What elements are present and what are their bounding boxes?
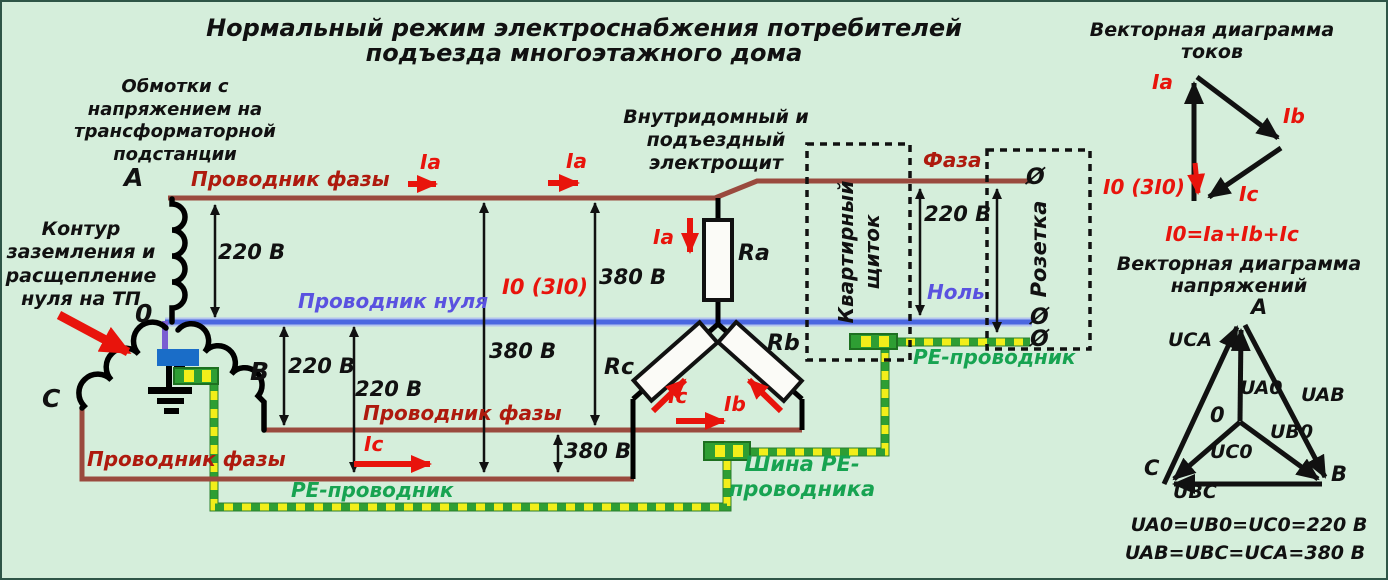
vector-ub0-label: UB0	[1270, 421, 1314, 443]
ground-bar-1	[148, 387, 192, 394]
transformer-winding-label: Обмотки с напряжением на трансформаторно…	[74, 76, 276, 165]
terminal-b-label: В	[250, 357, 270, 386]
resistor-rc-label: Rc	[604, 355, 634, 380]
socket-contact-neutral: Ø	[1030, 305, 1049, 330]
voltage-eq-1: UA0=UB0=UC0=220 В	[1130, 514, 1368, 536]
vector-node-b: B	[1331, 462, 1348, 486]
v220-label-3: 220 В	[355, 377, 423, 401]
resistor-rb	[715, 319, 805, 404]
pe-conductor-wire	[209, 337, 1030, 512]
ground-bar-3	[164, 408, 179, 414]
phase-conductor-label-mid: Проводник фазы	[363, 401, 562, 425]
resistor-ra-label: Ra	[738, 241, 770, 266]
pe-bar-substation	[173, 367, 219, 385]
current-vector-diagram	[1184, 75, 1283, 201]
vector-node-c: C	[1144, 456, 1160, 480]
vector-ubc-label: UBC	[1173, 481, 1217, 503]
socket-contact-phase: Ø	[1026, 165, 1045, 190]
voltage-dimension-arrows	[210, 188, 1002, 473]
current-arrows	[56, 174, 784, 473]
v220-label-4: 220 В	[924, 202, 992, 226]
title-line-1: Нормальный режим электроснабжения потреб…	[206, 14, 962, 42]
i0-vector	[1187, 162, 1206, 195]
ground-loop-pointer-arrow	[56, 311, 132, 356]
winding-a	[169, 196, 188, 325]
resistor-rb-label: Rb	[767, 331, 800, 356]
vector-ua0-label: UA0	[1240, 377, 1283, 399]
current-ia-label-2: Ia	[566, 149, 587, 173]
current-vector-title: Векторная диаграмма токов	[1089, 19, 1335, 63]
apartment-panel-label: Квартирный щиток	[834, 180, 884, 324]
resistor-rc	[630, 319, 721, 404]
pe-conductor-label-bottom: PE-проводник	[291, 478, 454, 502]
phase-conductor-label-bottom: Проводник фазы	[87, 447, 286, 471]
terminal-0-label: 0	[135, 299, 153, 328]
v220-label-1: 220 В	[218, 240, 286, 264]
vector-node-a: А	[1251, 295, 1268, 319]
terminal-a-label: А	[124, 163, 144, 192]
v220-label-2: 220 В	[288, 354, 356, 378]
terminal-c-label: С	[42, 384, 61, 413]
phase-c-wire	[79, 408, 634, 482]
vector-uab-label: UAB	[1301, 384, 1345, 406]
v380-label-2: 380 В	[599, 265, 667, 289]
v380-label-1: 380 В	[489, 339, 557, 363]
vector-ib-label: Ib	[1283, 104, 1305, 128]
neutral-short-label: Ноль	[927, 280, 985, 304]
neutral-conductor-label: Проводник нуля	[298, 289, 489, 313]
current-i0-label-mid: I0 (3I0)	[502, 275, 588, 299]
neutral-terminal-block	[157, 349, 199, 366]
voltage-vector-diagram	[1161, 323, 1328, 494]
load-resistors	[630, 198, 805, 479]
title-line-2: подъезда многоэтажного дома	[365, 39, 803, 68]
current-sum-formula: I0=Ia+Ib+Ic	[1165, 222, 1299, 246]
winding-b	[175, 321, 267, 433]
pe-conductor-label-right: PE-проводник	[913, 345, 1076, 369]
voltage-vector-title: Векторная диаграмма напряжений	[1116, 253, 1362, 297]
phase-a-wire	[168, 178, 1030, 201]
phase-conductor-label-top: Проводник фазы	[191, 167, 390, 191]
ground-loop-label: Контур заземления и расщепление нуля на …	[5, 218, 157, 311]
page-title: Нормальный режим электроснабжения потреб…	[206, 14, 962, 68]
socket-label: Розетка	[1026, 200, 1051, 298]
current-ia-label-3: Ia	[653, 225, 674, 249]
vector-uc0-label: UC0	[1210, 441, 1253, 463]
pe-bus-bars	[173, 333, 898, 461]
vector-ia-label: Ia	[1152, 70, 1173, 94]
pe-bar-bus	[703, 441, 751, 461]
current-ic-label-bottom: Ic	[364, 432, 384, 456]
phase-short-label: Фаза	[923, 148, 982, 172]
socket-box	[985, 148, 1092, 351]
current-ia-label-1: Ia	[420, 150, 441, 174]
vector-i0-label: I0 (3I0)	[1103, 175, 1185, 199]
current-ic-label-diag: Ic	[668, 384, 688, 408]
pe-bus-label: Шина PE- проводника	[728, 452, 876, 502]
panel-boxes	[805, 142, 1092, 362]
main-panel-label: Внутридомный и подъездный электрощит	[623, 106, 809, 174]
socket-contact-pe: Ø	[1030, 327, 1049, 352]
vector-ic-label: Ic	[1239, 182, 1259, 206]
vector-node-0: 0	[1210, 403, 1225, 427]
vector-uca-label: UCA	[1168, 329, 1213, 351]
ground-bar-2	[157, 398, 184, 404]
transformer-windings	[76, 196, 267, 433]
v380-label-3: 380 В	[564, 439, 632, 463]
apartment-panel-box	[805, 142, 912, 362]
resistor-ra	[702, 218, 734, 302]
pe-bar-apartment	[849, 333, 898, 350]
current-ib-label-diag: Ib	[724, 392, 746, 416]
voltage-eq-2: UAB=UBC=UCA=380 В	[1124, 542, 1366, 564]
winding-c	[76, 319, 169, 411]
